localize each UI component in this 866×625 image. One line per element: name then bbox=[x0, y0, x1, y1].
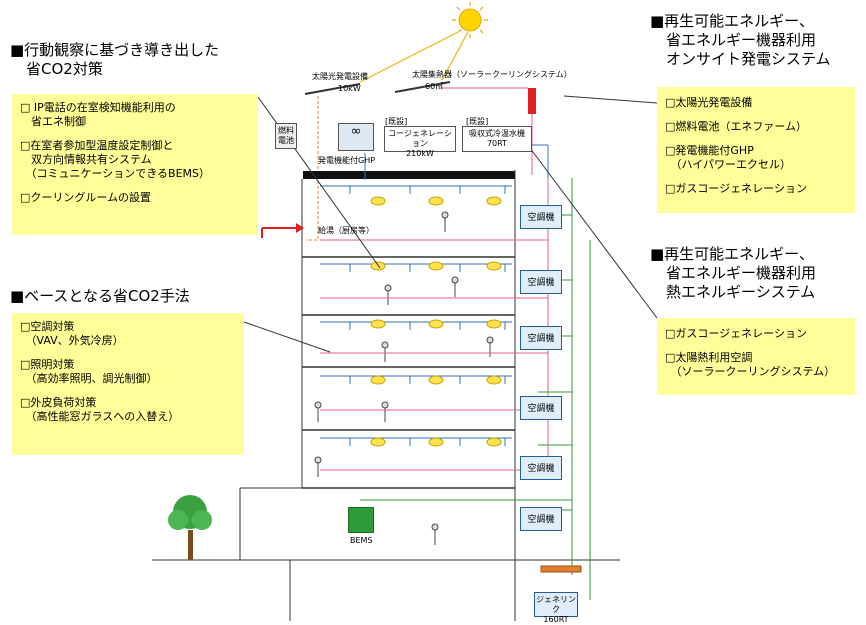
pv-panel bbox=[304, 83, 361, 95]
ghp-label: 発電機能付GHP bbox=[318, 156, 376, 165]
fuel-cell-unit: 燃料電池 bbox=[275, 123, 297, 149]
sun-ray bbox=[441, 31, 469, 81]
pv-label: 太陽光発電設備 bbox=[312, 72, 368, 81]
air-handler-unit: 空調機 bbox=[520, 396, 562, 420]
left-section1-heading: ■行動観察に基づき導き出した 省CO2対策 bbox=[10, 41, 220, 78]
right-section2-heading: ■再生可能エネルギー、 省エネルギー機器利用 熱エネルギーシステム bbox=[650, 245, 817, 301]
ducts bbox=[320, 185, 512, 446]
bems-label: BEMS bbox=[350, 536, 373, 545]
pv-capacity: 10kW bbox=[338, 84, 361, 93]
air-handler-unit: 空調機 bbox=[520, 326, 562, 350]
chiller-tag: [既設] bbox=[466, 117, 489, 126]
ceiling-lights bbox=[370, 196, 502, 447]
occupant-icons bbox=[314, 211, 494, 545]
tree-icon bbox=[168, 495, 212, 560]
collector-area: 60㎡ bbox=[425, 82, 444, 91]
roof-slab bbox=[303, 171, 515, 179]
hot-water-label: 給湯（厨房等） bbox=[318, 226, 374, 235]
air-handler-unit: 空調機 bbox=[520, 205, 562, 229]
fan-icon: ∞ bbox=[350, 124, 362, 139]
genelink-header bbox=[540, 565, 582, 573]
hot-water-arrowhead bbox=[296, 223, 304, 233]
floor-slabs bbox=[302, 256, 515, 489]
collector-label: 太陽集熱器（ソーラークーリングシステム） bbox=[412, 70, 572, 79]
bems-unit bbox=[348, 507, 374, 533]
air-handler-unit: 空調機 bbox=[520, 507, 562, 531]
right-section1-heading: ■再生可能エネルギー、 省エネルギー機器利用 オンサイト発電システム bbox=[650, 12, 831, 68]
right-section2-box: □ガスコージェネレーション □太陽熱利用空調 （ソーラークーリングシステム） bbox=[657, 318, 855, 395]
sun-ray bbox=[359, 29, 463, 83]
cogen-tag: [既設] bbox=[385, 117, 408, 126]
pv-wire bbox=[306, 96, 319, 241]
air-handler-unit: 空調機 bbox=[520, 270, 562, 294]
right-section1-box: □太陽光発電設備 □燃料電池（エネファーム） □発電機能付GHP （ハイパワーエ… bbox=[657, 87, 855, 213]
solar-collector bbox=[394, 81, 451, 93]
green-pipes bbox=[360, 178, 591, 600]
air-handler-unit: 空調機 bbox=[520, 456, 562, 480]
ghp-unit: ∞ bbox=[338, 123, 374, 151]
collector-header bbox=[528, 88, 536, 114]
left-section1-box: □ IP電話の在室検知機能利用の 省エネ制御 □在室者参加型温度設定制御と 双方… bbox=[12, 94, 258, 235]
left-section2-box: □空調対策 （VAV、外気冷房） □照明対策 （高効率照明、調光制御） □外皮負… bbox=[12, 313, 244, 455]
left-section2-heading: ■ベースとなる省CO2手法 bbox=[10, 287, 190, 305]
